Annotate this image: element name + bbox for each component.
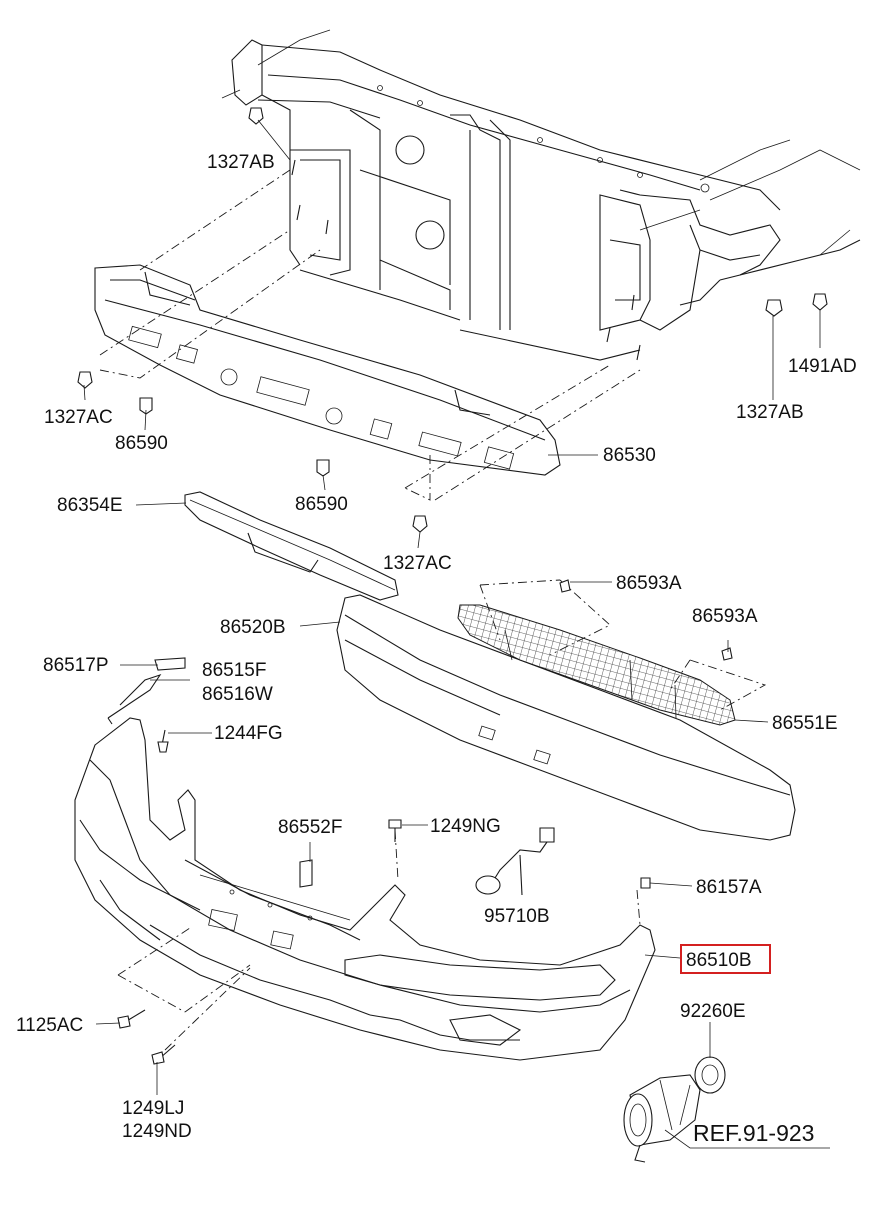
label-86590-a: 86590 (115, 433, 168, 454)
highlight-box-86510B (680, 944, 771, 974)
label-86590-b: 86590 (295, 494, 348, 515)
label-86552F: 86552F (278, 817, 342, 838)
label-1249NG: 1249NG (430, 816, 501, 837)
label-ref-91-923: REF.91-923 (693, 1120, 814, 1146)
label-1327AC-left: 1327AC (44, 407, 113, 428)
radiator-support (221, 29, 861, 361)
label-1327AB-top: 1327AB (207, 152, 275, 173)
ambient-sensor (475, 827, 555, 896)
bumper-beam (77, 159, 641, 533)
label-86530: 86530 (603, 445, 656, 466)
label-86515F: 86515F (202, 660, 266, 681)
fog-lamp (623, 1056, 726, 1163)
label-1327AC-mid: 1327AC (383, 553, 452, 574)
label-1491AD: 1491AD (788, 356, 857, 377)
label-1327AB-right: 1327AB (736, 402, 804, 423)
label-92260E: 92260E (680, 1001, 746, 1022)
label-86157A: 86157A (696, 877, 762, 898)
label-86516W: 86516W (202, 684, 273, 705)
grille-mesh (457, 579, 767, 726)
label-95710B: 95710B (484, 906, 550, 927)
part-labels: 1327AB 1327AC 86590 86590 1327AC 86530 1… (16, 152, 857, 1146)
label-86510B: 86510B (686, 950, 752, 971)
leader-lines (83, 119, 830, 1149)
label-1125AC: 1125AC (16, 1015, 83, 1036)
label-86354E: 86354E (57, 495, 123, 516)
label-86517P: 86517P (43, 655, 109, 676)
upper-molding (184, 491, 399, 601)
bumper-cover (74, 717, 656, 1065)
side-bracket-left (107, 657, 186, 753)
label-1249ND: 1249ND (122, 1121, 192, 1142)
label-86593A-a: 86593A (616, 573, 682, 594)
label-1249LJ: 1249LJ (122, 1098, 184, 1119)
label-86551E: 86551E (772, 713, 838, 734)
label-1244FG: 1244FG (214, 723, 283, 744)
label-86593A-b: 86593A (692, 606, 758, 627)
label-86520B: 86520B (220, 617, 286, 638)
